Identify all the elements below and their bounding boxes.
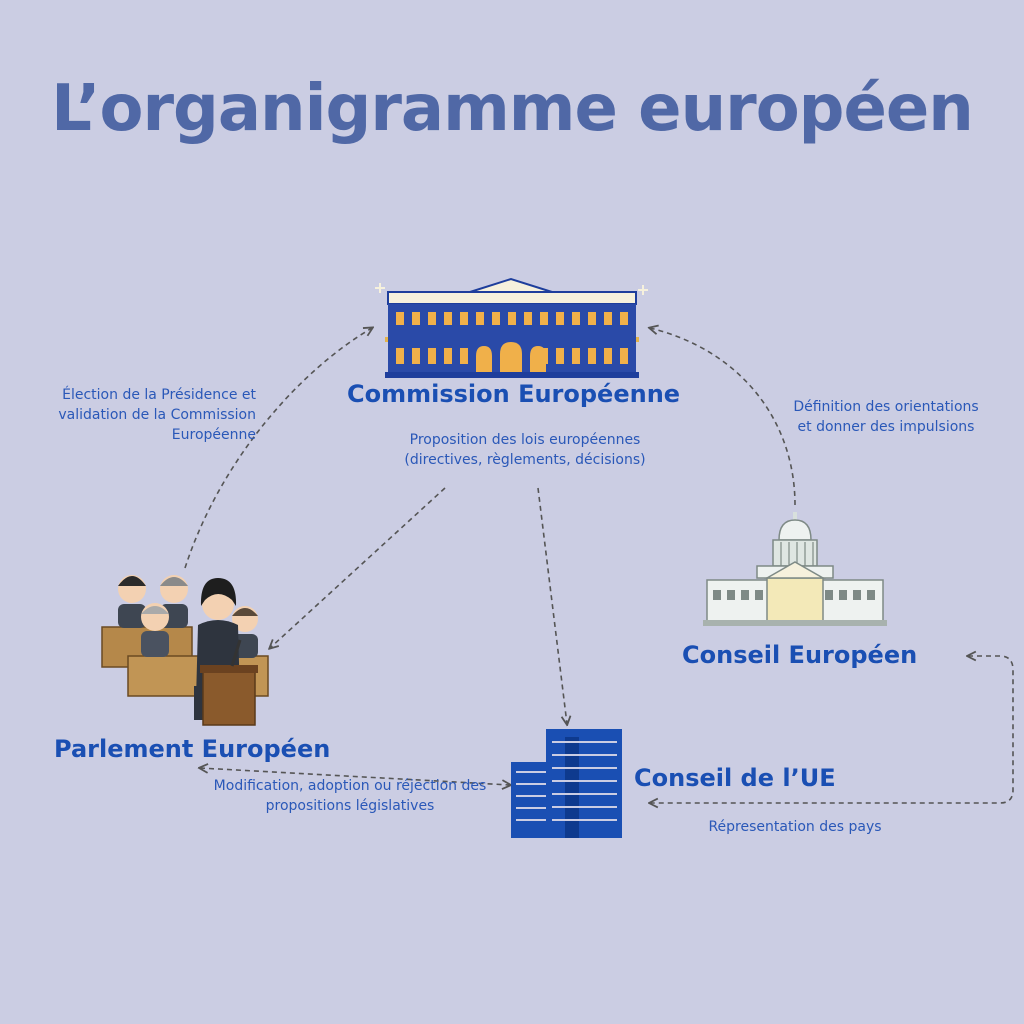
- modification-note-line: propositions législatives: [265, 798, 435, 814]
- commission-label: Commission Européenne: [347, 380, 681, 408]
- parlement-people-icon: [101, 575, 269, 726]
- office-tower-icon: [511, 729, 622, 838]
- proposition-note-line: Proposition des lois européennes: [409, 432, 641, 448]
- modification-note: Modification, adoption ou réjection des …: [195, 776, 505, 816]
- representation-note-line: Répresentation des pays: [708, 819, 882, 835]
- arrow-parlement-conseil-ue: [200, 768, 510, 785]
- proposition-note-line: (directives, règlements, décisions): [404, 452, 646, 468]
- arrow-conseil-europeen-conseil-ue: [650, 656, 1014, 803]
- election-note-line: validation de la Commission: [58, 407, 256, 423]
- representation-note: Répresentation des pays: [690, 817, 900, 837]
- definition-note-line: et donner des impulsions: [797, 419, 975, 435]
- arrow-conseil-europeen-to-commission: [650, 328, 796, 506]
- conseil-europeen-label: Conseil Européen: [682, 641, 918, 669]
- arrow-commission-to-parlement: [270, 487, 446, 648]
- definition-note: Définition des orientations et donner de…: [776, 397, 996, 437]
- election-note-line: Européenne: [171, 427, 256, 443]
- capitol-building-icon: [703, 512, 887, 626]
- election-note: Élection de la Présidence et validation …: [30, 385, 256, 445]
- page-title: L’organigramme européen: [51, 72, 974, 146]
- conseil-ue-label: Conseil de l’UE: [634, 764, 836, 792]
- parlement-label: Parlement Européen: [54, 735, 331, 763]
- commission-building-icon: [375, 277, 648, 378]
- modification-note-line: Modification, adoption ou réjection des: [213, 778, 487, 794]
- definition-note-line: Définition des orientations: [793, 399, 979, 415]
- election-note-line: Élection de la Présidence et: [62, 387, 256, 403]
- arrow-commission-to-conseil-ue: [537, 487, 567, 724]
- proposition-note: Proposition des lois européennes (direct…: [380, 430, 670, 470]
- arrow-parlement-to-commission: [184, 328, 372, 569]
